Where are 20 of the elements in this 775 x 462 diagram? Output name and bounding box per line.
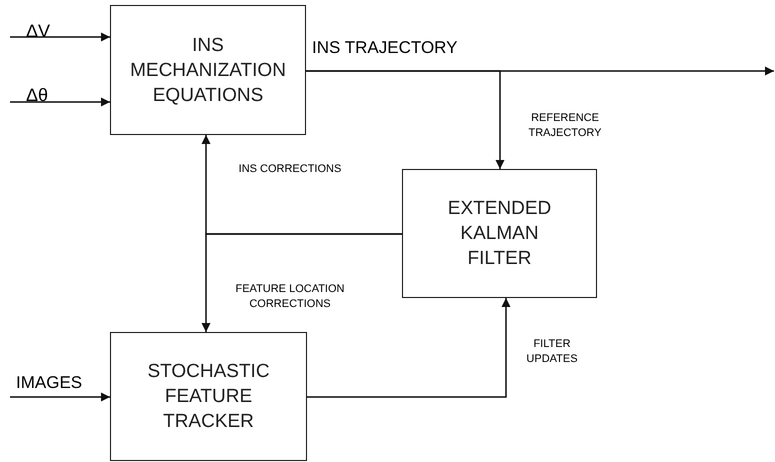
edge-label: INS TRAJECTORY (312, 37, 458, 59)
edge-label: REFERENCE TRAJECTORY (528, 111, 602, 141)
edge-label: IMAGES (16, 372, 84, 394)
box-label: INS MECHANIZATION EQUATIONS (129, 34, 287, 108)
arrow (307, 298, 510, 398)
arrow (10, 32, 110, 42)
process-box (402, 169, 597, 298)
edge-label: FILTER UPDATES (525, 337, 579, 367)
edge-label: ΔV (26, 20, 52, 43)
arrow (10, 392, 110, 402)
edge-label: FEATURE LOCATION CORRECTIONS (234, 282, 346, 312)
process-box (110, 332, 307, 461)
arrow (306, 70, 504, 169)
box-label: STOCHASTIC FEATURE TRACKER (146, 360, 271, 434)
arrow (10, 98, 110, 106)
edge-label: Δθ (26, 84, 50, 107)
edge-label: INS CORRECTIONS (238, 162, 342, 177)
arrow (202, 233, 402, 332)
box-label: EXTENDED KALMAN FILTER (446, 197, 552, 271)
process-box (110, 5, 306, 135)
